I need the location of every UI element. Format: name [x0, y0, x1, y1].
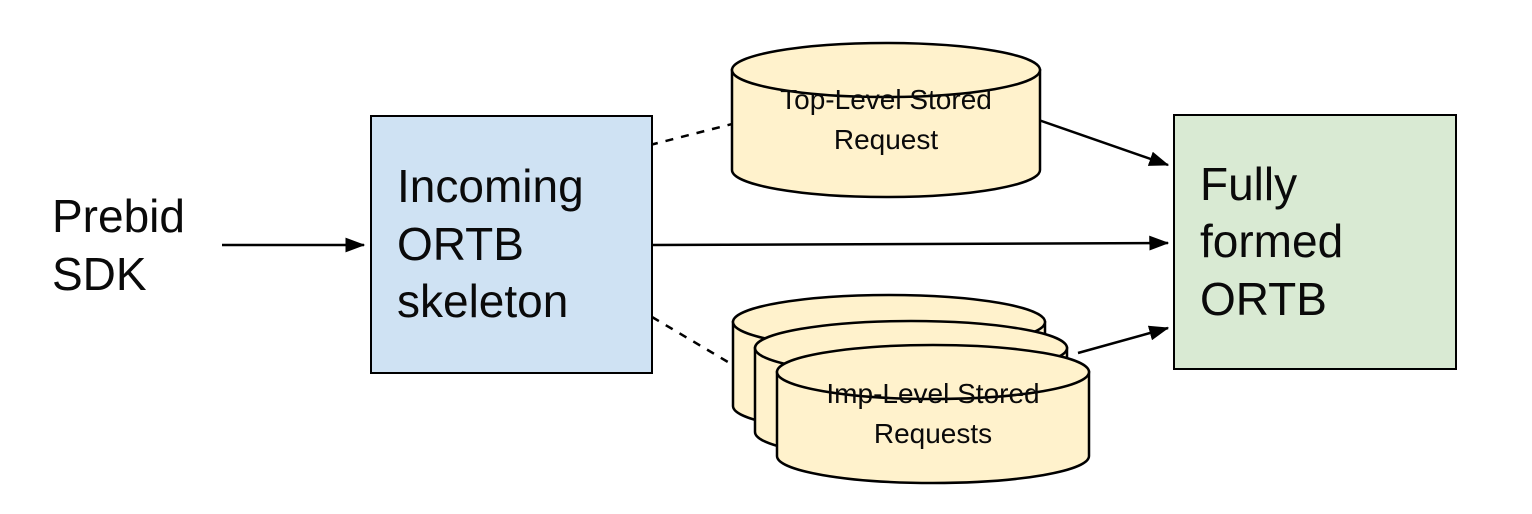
- cylinder-top: [730, 41, 1042, 99]
- fully-formed-ortb-label: Fully formed ORTB: [1200, 157, 1344, 325]
- prebid-sdk-label: Prebid SDK: [52, 190, 185, 300]
- arrow-top-level-to-fully-formed: [1029, 115, 1170, 167]
- cylinder-front-top: [775, 343, 1091, 401]
- top-level-stored-request-label: Top-Level Stored Request: [780, 84, 992, 156]
- cylinder-body: [730, 68, 1042, 199]
- arrow-incoming-to-fully-formed: [649, 235, 1170, 251]
- imp-level-stored-requests-label: Imp-Level Stored Requests: [826, 378, 1040, 450]
- arrow-imp-level-to-fully-formed: [1077, 325, 1170, 355]
- dashed-link-incoming-to-imp-level: [651, 315, 734, 367]
- imp-level-stored-requests-cylinder-stack: [731, 293, 1091, 485]
- incoming-ortb-skeleton-label: Incoming ORTB skeleton: [397, 160, 584, 328]
- incoming-ortb-skeleton-node: Incoming ORTB skeleton: [370, 115, 653, 374]
- fully-formed-ortb-node: Fully formed ORTB: [1173, 114, 1457, 370]
- cylinder-front-body: [775, 370, 1091, 485]
- dashed-link-incoming-to-top-level: [649, 121, 737, 147]
- top-level-stored-request-cylinder: [730, 41, 1042, 199]
